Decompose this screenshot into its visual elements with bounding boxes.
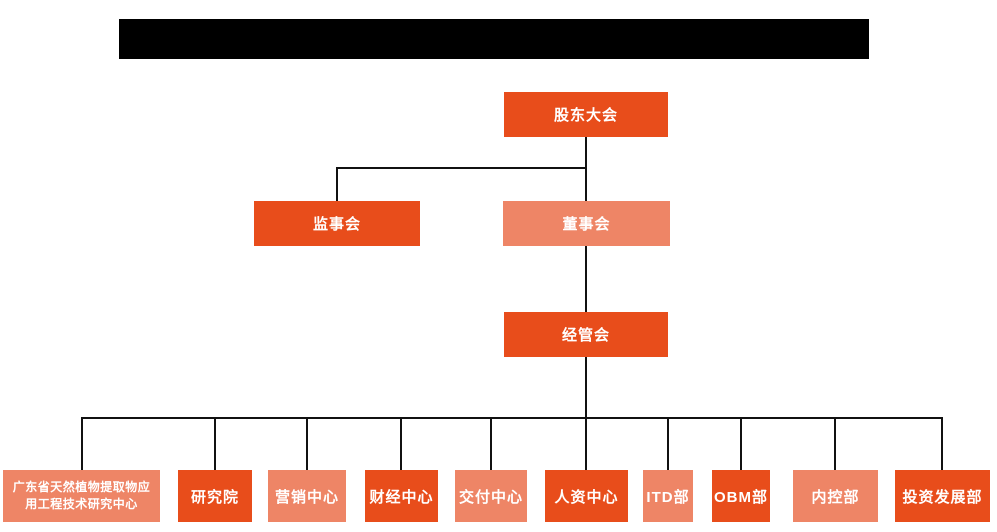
org-node-label: 经管会 — [561, 327, 610, 344]
connector-dept-drop — [585, 417, 587, 470]
org-node-label: 研究院 — [190, 488, 239, 506]
redacted-title-bar — [119, 19, 869, 59]
org-node-itd-department: ITD部 — [643, 470, 693, 522]
connector-supervisory-drop — [336, 167, 338, 201]
connector-management-down — [585, 357, 587, 419]
org-node-internal-control-department: 内控部 — [793, 470, 878, 522]
org-node-hr-center: 人资中心 — [545, 470, 628, 522]
org-node-management-committee: 经管会 — [504, 312, 668, 357]
connector-dept-drop — [306, 417, 308, 470]
org-node-finance-center: 财经中心 — [365, 470, 438, 522]
connector-level2-horizontal — [336, 167, 587, 169]
org-node-shareholders-meeting: 股东大会 — [504, 92, 668, 137]
connector-dept-drop — [941, 417, 943, 470]
org-node-obm-department: OBM部 — [712, 470, 770, 522]
connector-departments-horizontal — [81, 417, 943, 419]
org-node-label: 人资中心 — [554, 488, 619, 506]
org-node-label: 内控部 — [811, 488, 860, 506]
connector-dept-drop — [81, 417, 83, 470]
org-node-label: 财经中心 — [369, 488, 434, 506]
org-node-research-institute: 研究院 — [178, 470, 252, 522]
connector-board-down — [585, 246, 587, 312]
org-node-research-center: 广东省天然植物提取物应 用工程技术研究中心 — [3, 470, 160, 522]
connector-dept-drop — [834, 417, 836, 470]
org-node-supervisory-board: 监事会 — [254, 201, 420, 246]
org-node-label: 监事会 — [312, 216, 361, 233]
org-node-label: 广东省天然植物提取物应 用工程技术研究中心 — [12, 479, 151, 511]
connector-dept-drop — [400, 417, 402, 470]
connector-dept-drop — [667, 417, 669, 470]
org-node-board-of-directors: 董事会 — [503, 201, 670, 246]
org-node-investment-development-department: 投资发展部 — [895, 470, 990, 522]
connector-dept-drop — [740, 417, 742, 470]
connector-root-down — [585, 137, 587, 201]
org-node-delivery-center: 交付中心 — [455, 470, 527, 522]
org-node-label: 投资发展部 — [902, 488, 983, 506]
org-node-marketing-center: 营销中心 — [268, 470, 346, 522]
org-node-label: 股东大会 — [553, 107, 618, 124]
org-node-label: ITD部 — [646, 488, 690, 506]
org-node-label: 营销中心 — [274, 488, 339, 506]
org-node-label: OBM部 — [714, 488, 768, 506]
org-node-label: 交付中心 — [458, 488, 523, 506]
connector-dept-drop — [490, 417, 492, 470]
org-node-label: 董事会 — [562, 216, 611, 233]
connector-dept-drop — [214, 417, 216, 470]
